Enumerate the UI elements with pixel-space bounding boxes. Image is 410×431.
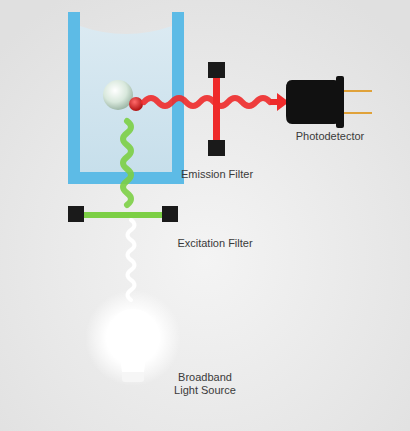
excitation-filter-label: Excitation Filter — [165, 237, 265, 250]
photodetector-label: Photodetector — [285, 130, 375, 143]
light-source-label: Broadband Light Source — [169, 371, 241, 397]
emission-filter-label: Emission Filter — [167, 168, 267, 181]
